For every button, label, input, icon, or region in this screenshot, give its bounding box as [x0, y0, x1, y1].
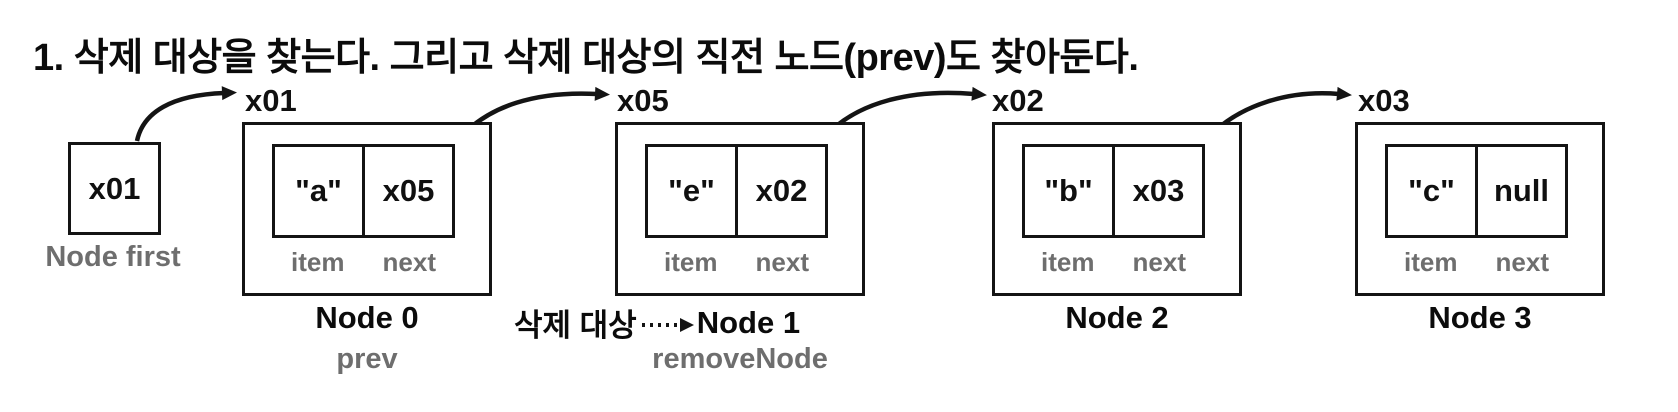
next-field-label: next: [382, 247, 436, 277]
node1-role-label: removeNode: [652, 343, 828, 375]
node2-field-labels: item next: [1022, 247, 1205, 278]
item-field-label: item: [664, 247, 718, 277]
item-field-label: item: [291, 247, 345, 277]
first-pointer-box: x01: [68, 142, 161, 235]
node1-address-label: x05: [617, 83, 669, 118]
node2-address-label: x02: [992, 83, 1044, 118]
item-field-label: item: [1404, 247, 1458, 277]
node3-cells: "c" null: [1385, 144, 1568, 238]
node2-box: "b" x03 item next: [992, 122, 1242, 296]
node0-box: "a" x05 item next: [242, 122, 492, 296]
node3-field-labels: item next: [1385, 247, 1568, 278]
first-pointer-value: x01: [88, 170, 141, 206]
node1-cells: "e" x02: [645, 144, 828, 238]
node3-address-label: x03: [1358, 83, 1410, 118]
next-field-label: next: [755, 247, 809, 277]
node2-next-cell: x03: [1112, 144, 1205, 238]
delete-target-text: 삭제 대상: [514, 308, 637, 343]
next-field-label: next: [1132, 247, 1186, 277]
node0-name-label: Node 0: [315, 300, 419, 335]
node1-next-cell: x02: [735, 144, 828, 238]
first-pointer-label: Node first: [45, 241, 181, 273]
arrow-first-to-node0: [134, 86, 237, 142]
node0-role-label: prev: [336, 343, 398, 375]
node3-box: "c" null item next: [1355, 122, 1605, 296]
node0-next-cell: x05: [362, 144, 455, 238]
node2-name-label: Node 2: [1065, 300, 1169, 335]
node0-cells: "a" x05: [272, 144, 455, 238]
node0-item-cell: "a": [272, 144, 365, 238]
node1-item-cell: "e": [645, 144, 738, 238]
node3-next-cell: null: [1475, 144, 1568, 238]
node3-name-label: Node 3: [1428, 300, 1532, 335]
node1-name-label: Node 1: [696, 304, 801, 340]
node2-cells: "b" x03: [1022, 144, 1205, 238]
node0-address-label: x01: [245, 83, 297, 118]
step-title: 1. 삭제 대상을 찾는다. 그리고 삭제 대상의 직전 노드(prev)도 찾…: [33, 37, 1139, 79]
item-field-label: item: [1041, 247, 1095, 277]
next-field-label: next: [1495, 247, 1549, 277]
node2-item-cell: "b": [1022, 144, 1115, 238]
delete-target-annotation: 삭제 대상 Node 1: [514, 300, 800, 345]
node3-item-cell: "c": [1385, 144, 1478, 238]
dotted-arrow-icon: [641, 317, 694, 332]
node1-box: "e" x02 item next: [615, 122, 865, 296]
node1-field-labels: item next: [645, 247, 828, 278]
node0-field-labels: item next: [272, 247, 455, 278]
